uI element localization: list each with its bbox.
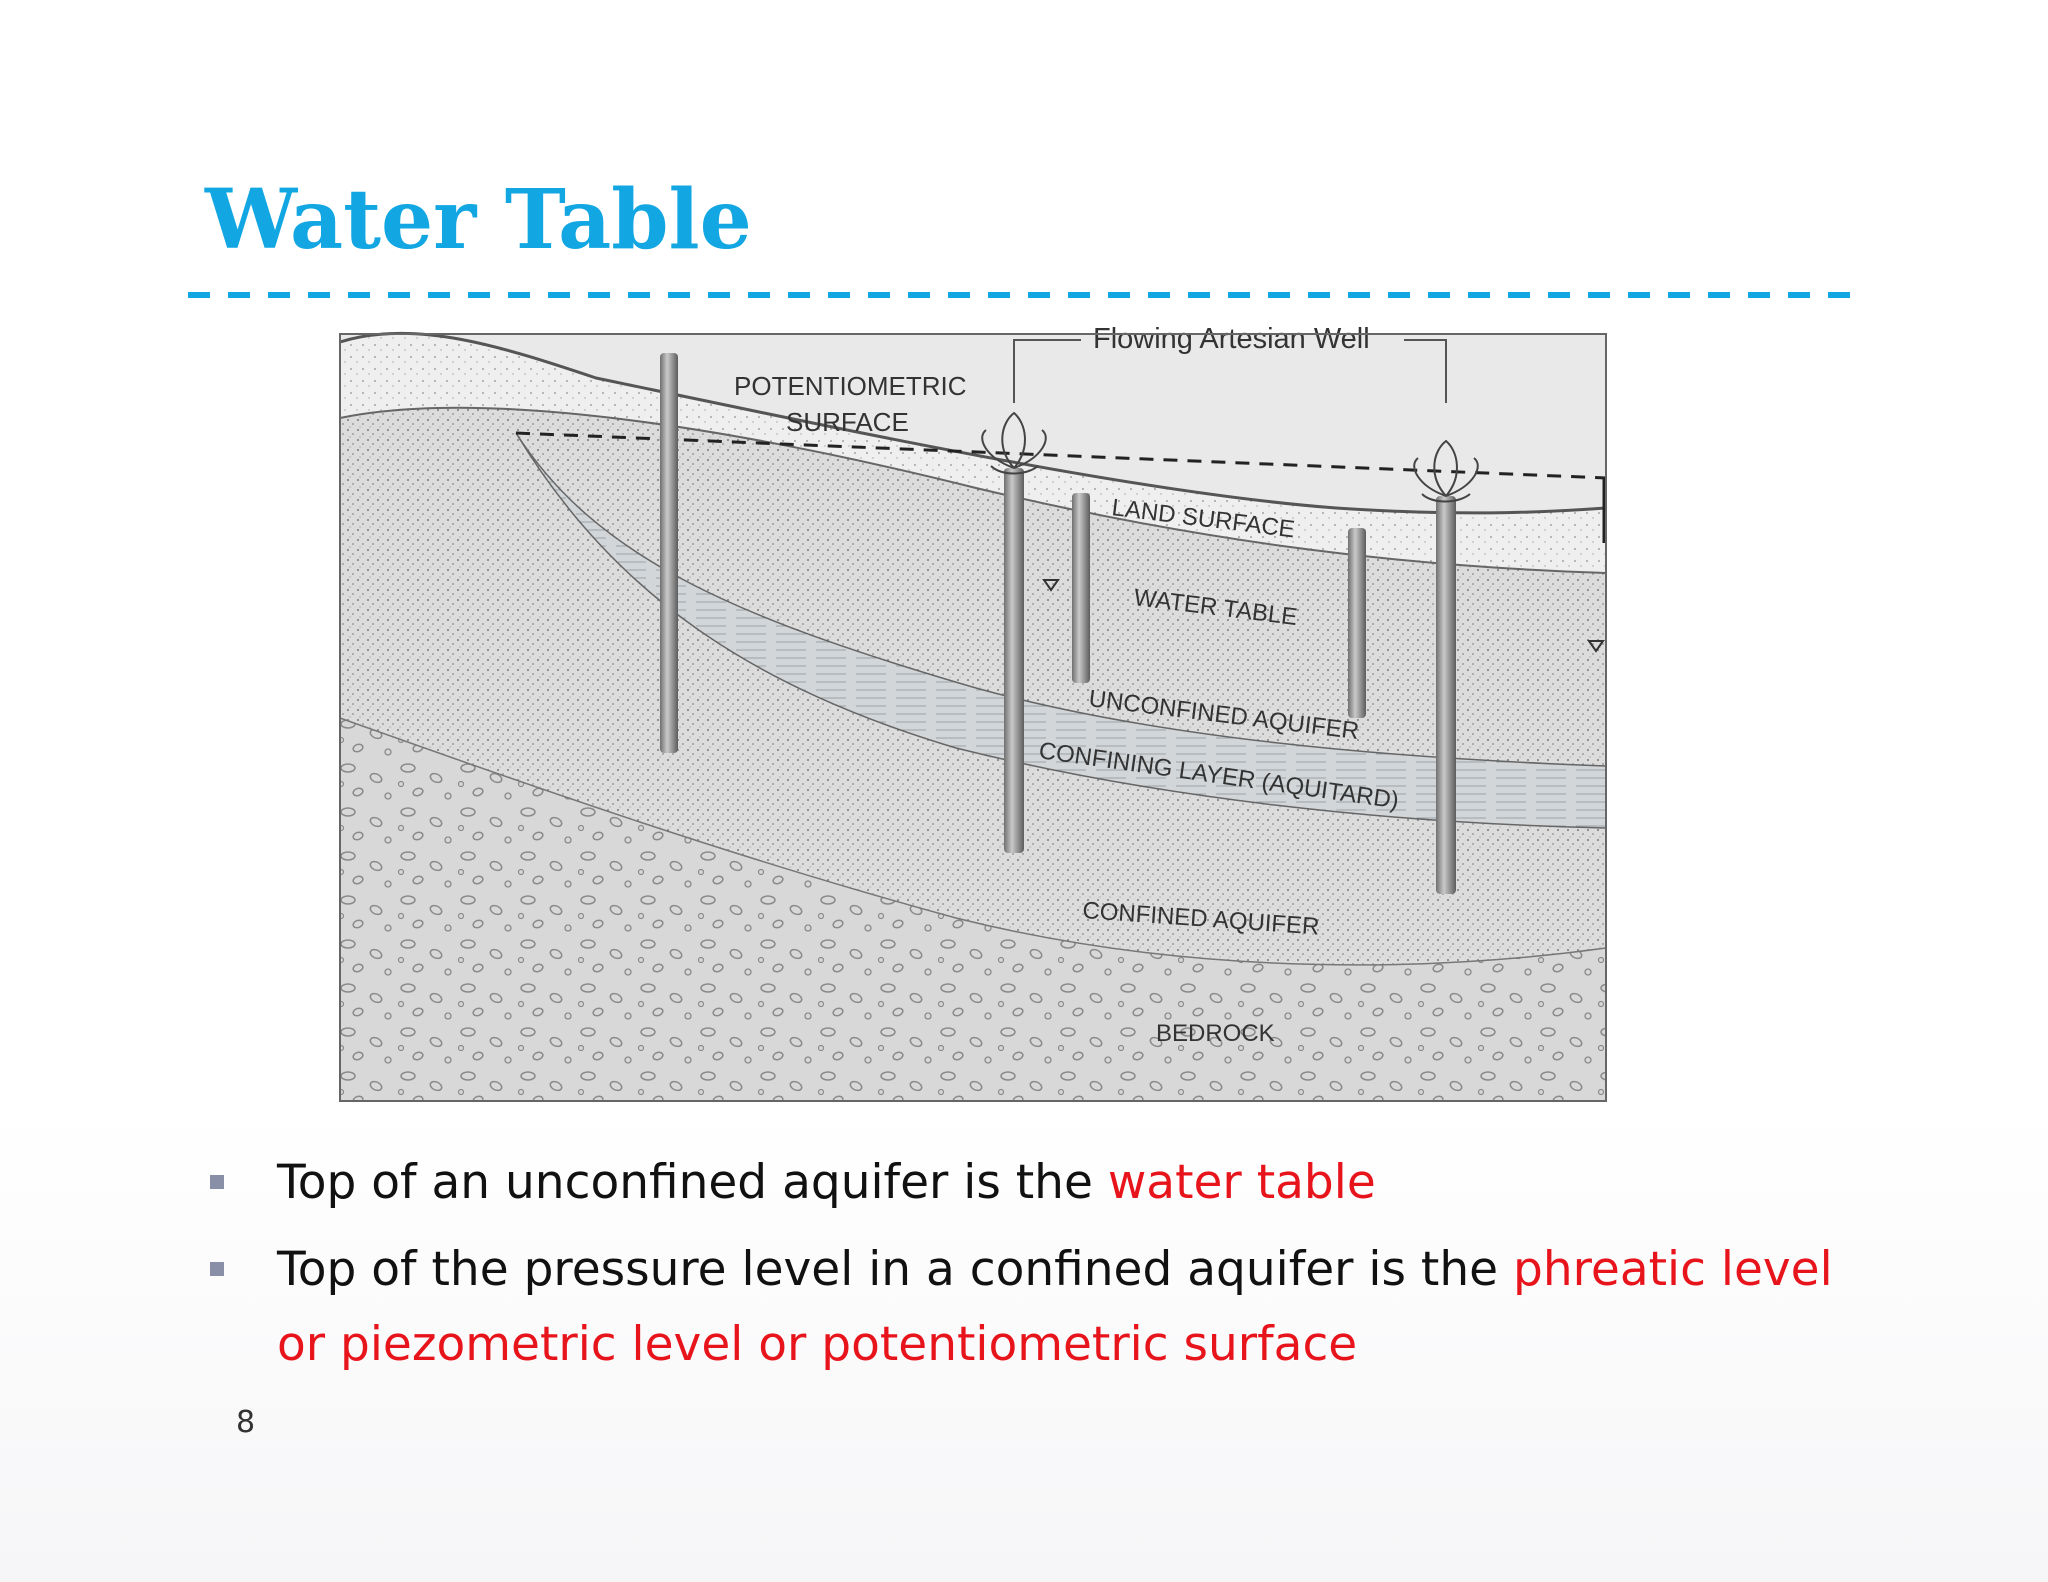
label-bedrock: BEDROCK — [1156, 1020, 1275, 1047]
square-bullet-icon — [210, 1262, 224, 1276]
label-flowing-artesian-well: Flowing Artesian Well — [1093, 323, 1370, 355]
water-level-marker-icon — [1042, 579, 1060, 592]
bullet-highlight: water table — [1107, 1155, 1376, 1210]
well-artesian-2 — [1436, 496, 1456, 894]
bullet-text: Top of an unconfined aquifer is the — [277, 1155, 1108, 1210]
fountain-icon — [1413, 439, 1479, 503]
artesian-bracket-right — [1404, 339, 1447, 403]
bullet-list: Top of an unconfined aquifer is the wate… — [205, 1145, 1865, 1394]
slide-title: Water Table — [205, 172, 752, 268]
bullet-text: Top of the pressure level in a confined … — [277, 1242, 1513, 1297]
potentiometric-surface-line — [515, 431, 1607, 480]
water-level-marker-icon — [1587, 640, 1605, 653]
label-potentiometric-line2: SURFACE — [786, 407, 909, 437]
bullet-item: Top of an unconfined aquifer is the wate… — [205, 1145, 1865, 1220]
title-divider — [188, 292, 1854, 298]
fountain-icon — [981, 411, 1047, 475]
well-artesian-1 — [1004, 468, 1024, 853]
square-bullet-icon — [210, 1175, 224, 1189]
water-table-line — [339, 406, 1607, 574]
aquifer-diagram-svg: Flowing Artesian Well POTENTIOMETRIC SUR… — [339, 323, 1607, 1102]
well-1 — [660, 353, 678, 753]
bullet-item: Top of the pressure level in a confined … — [205, 1232, 1865, 1382]
bullet-highlight: phreatic level or piezometric level or p… — [277, 1242, 1833, 1372]
land-surface-line — [339, 331, 1607, 515]
label-potentiometric-line1: POTENTIOMETRIC — [734, 371, 967, 401]
slide-number: 8 — [236, 1405, 256, 1440]
well-water-table — [1072, 493, 1090, 683]
bedrock-zone — [339, 716, 1607, 1102]
artesian-bracket-left — [1013, 339, 1081, 403]
well-unconfined — [1348, 528, 1366, 718]
aquifer-diagram: Flowing Artesian Well POTENTIOMETRIC SUR… — [336, 318, 1611, 1103]
